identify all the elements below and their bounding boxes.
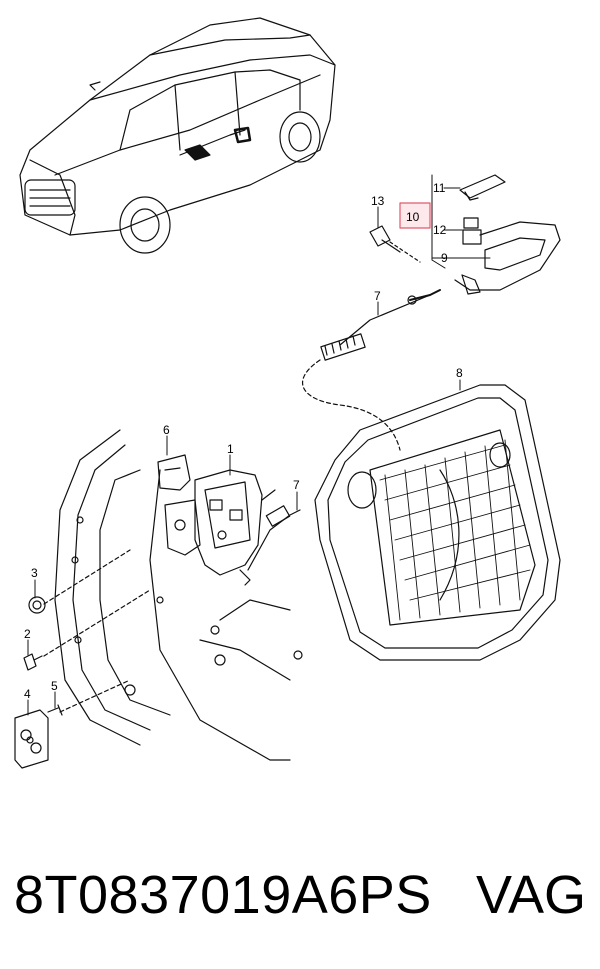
callout-3: 3 bbox=[31, 566, 38, 580]
callout-1: 1 bbox=[227, 442, 234, 456]
brand-label: VAG bbox=[476, 865, 587, 925]
handle-assembly bbox=[369, 174, 561, 295]
cable-upper bbox=[301, 289, 441, 451]
callout-10-highlight: 10 bbox=[399, 202, 431, 229]
callout-7-upper: 7 bbox=[374, 289, 381, 303]
small-parts bbox=[14, 549, 151, 769]
callout-12: 12 bbox=[433, 223, 447, 237]
door-lock-mechanism bbox=[157, 454, 276, 586]
callout-7-lower: 7 bbox=[293, 478, 300, 492]
callout-4: 4 bbox=[24, 687, 31, 701]
exploded-parts-diagram: 1 6 7 3 2 4 5 7 8 9 13 11 12 10 bbox=[14, 17, 561, 769]
leader-lines bbox=[27, 187, 471, 716]
callout-6: 6 bbox=[163, 423, 170, 437]
footer: 8T0837019A6PS VAG bbox=[0, 855, 600, 945]
callout-13: 13 bbox=[371, 194, 385, 208]
door-frame bbox=[54, 429, 303, 761]
callout-5: 5 bbox=[51, 679, 58, 693]
car-illustration bbox=[19, 17, 336, 254]
door-trim-panel bbox=[314, 384, 561, 661]
callout-10: 10 bbox=[406, 210, 420, 224]
callout-8: 8 bbox=[456, 366, 463, 380]
callout-11: 11 bbox=[433, 181, 446, 195]
callout-10-highlight-box bbox=[399, 202, 431, 229]
callout-2: 2 bbox=[24, 627, 31, 641]
cable-lower bbox=[247, 505, 301, 571]
callout-9: 9 bbox=[441, 251, 448, 265]
part-number: 8T0837019A6PS bbox=[14, 865, 432, 925]
callout-labels: 1 6 7 3 2 4 5 7 8 9 13 11 12 bbox=[24, 181, 463, 701]
